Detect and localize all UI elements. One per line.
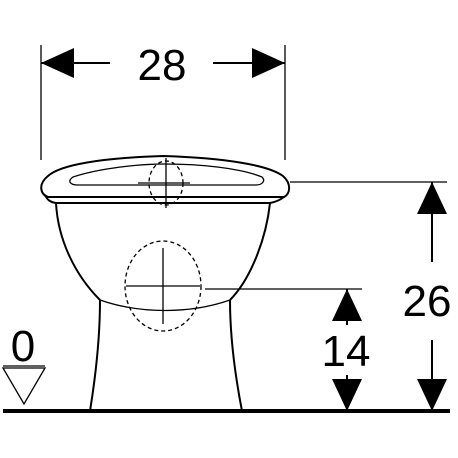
width-label: 28 xyxy=(138,41,187,90)
outlet-arrow-down xyxy=(332,379,362,411)
total-height-dimension: 26 xyxy=(290,181,452,411)
width-arrow-left xyxy=(41,48,74,78)
floor-level-label: 0 xyxy=(11,322,35,371)
toilet-bowl-bottom xyxy=(99,299,231,312)
total-height-arrow-up xyxy=(417,182,447,214)
outlet-height-dimension: 14 xyxy=(205,288,371,411)
floor-level-marker: 0 xyxy=(1,322,47,406)
outlet-circle xyxy=(124,240,202,332)
toilet-rim xyxy=(44,196,288,204)
toilet-pedestal xyxy=(89,299,243,412)
toilet-bowl xyxy=(55,202,271,301)
toilet-outline xyxy=(40,154,291,412)
total-height-arrow-down xyxy=(417,379,447,411)
toilet-seat-inner xyxy=(69,163,265,186)
outlet-height-label: 14 xyxy=(322,327,371,376)
width-arrow-right xyxy=(252,48,285,78)
floor-level-triangle-icon xyxy=(1,367,47,406)
outlet-arrow-up xyxy=(332,289,362,321)
total-height-label: 26 xyxy=(403,277,452,326)
width-dimension: 28 xyxy=(40,41,286,160)
toilet-seat xyxy=(40,154,291,198)
